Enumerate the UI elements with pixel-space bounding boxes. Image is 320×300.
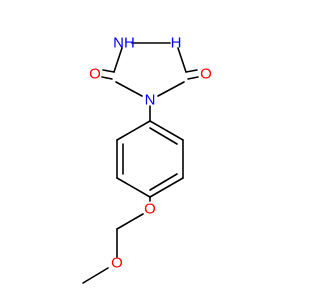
bond-ar-4 [116,177,151,198]
bond-ar-3 [149,177,184,198]
atom-label-o-carbonyl-left: O [89,66,101,83]
bond-c3-o-double-1 [185,69,198,73]
atom-label-nh-left: NH [113,35,135,52]
bond-c5-n4 [115,81,143,97]
bond-c5-o-double-2 [101,76,113,80]
bond-ar-6 [116,120,151,141]
bond-n1-c5 [113,47,123,73]
atom-label-o-carbonyl-right: O [200,66,212,83]
methoxymethoxy-chain [82,196,151,284]
bond-ar-inner-2 [149,173,178,191]
atom-label-nh-right: H [171,35,182,52]
bond-o-ch2 [116,213,144,230]
bond-o-ch3 [82,267,109,284]
chemical-structure-diagram: NH H O O N O O [82,35,212,284]
bond-ar-inner-1 [149,127,178,145]
atom-label-o-ether: O [144,201,156,218]
bond-ar-1 [149,120,184,141]
bond-n2-c3 [177,47,187,73]
bond-c5-o-double-1 [102,69,115,73]
atom-label-n-ring: N [145,92,156,109]
triazolidinedione-ring [101,42,199,97]
bond-c3-n4 [157,81,185,97]
bond-c3-o-double-2 [187,76,199,80]
atom-label-o-methoxy: O [111,255,123,272]
phenyl-ring [116,120,184,198]
